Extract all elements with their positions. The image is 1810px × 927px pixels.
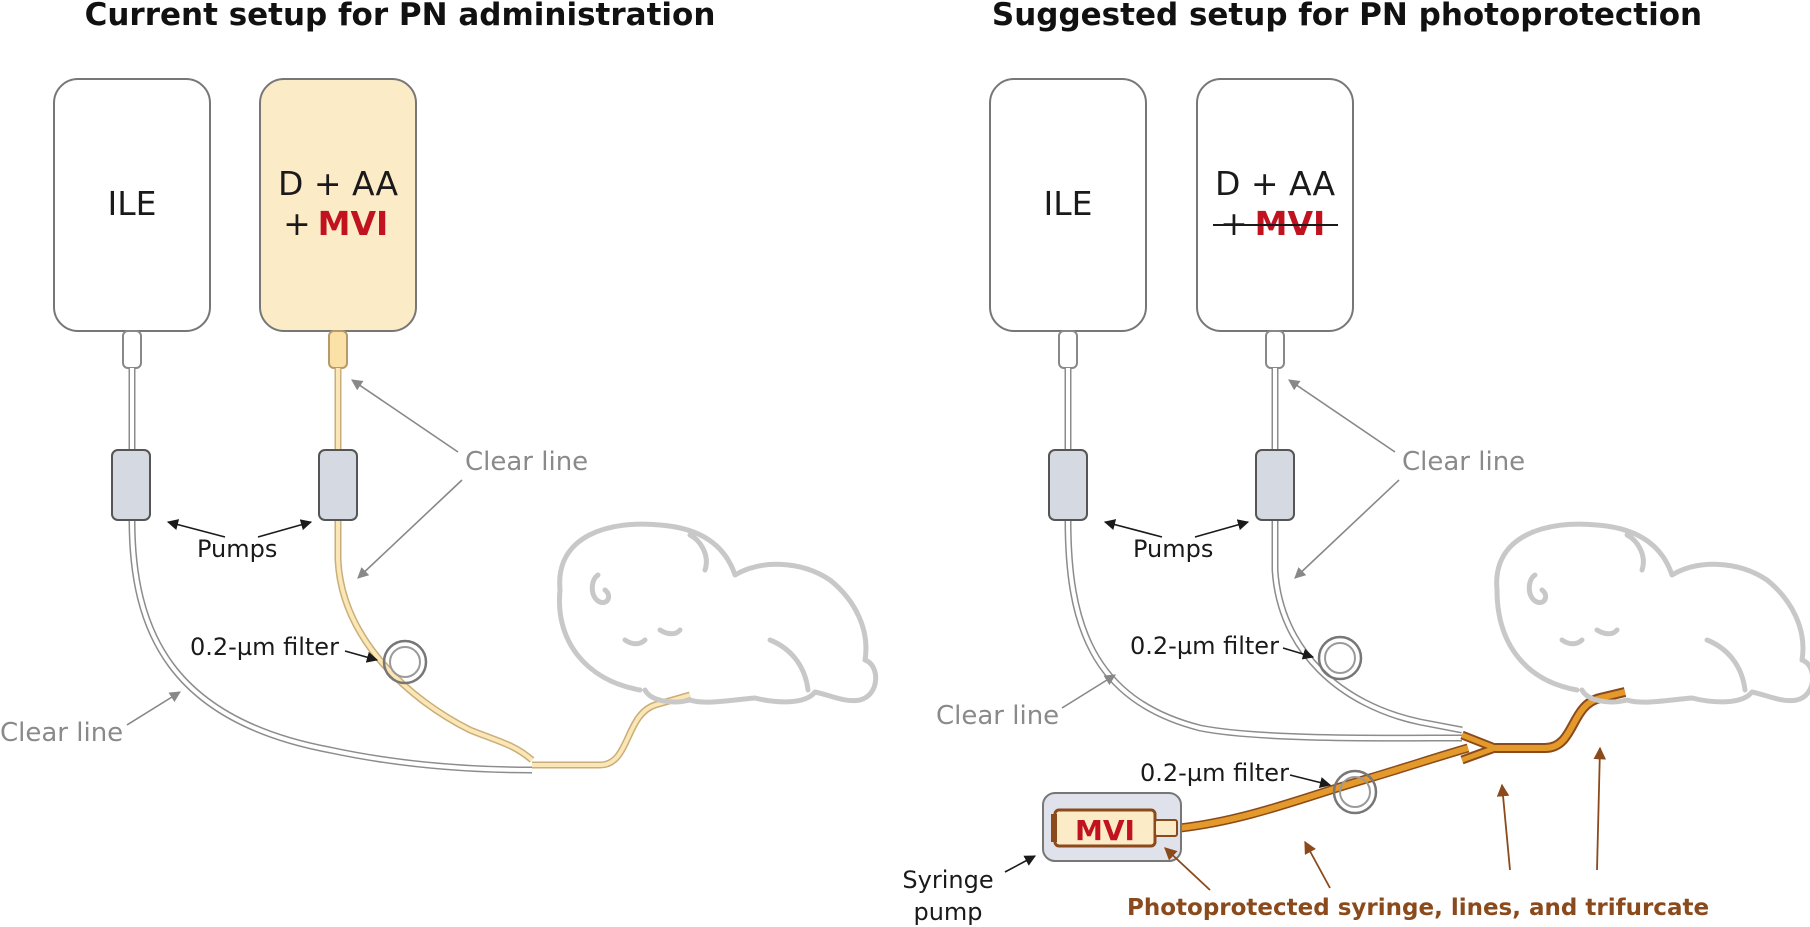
pn-line (334, 368, 535, 763)
current-setup-panel: ILE D + AA + MVI (0, 78, 879, 774)
clear-line-label-left-right: Clear line (936, 701, 1059, 731)
ile-bag-label: ILE (108, 184, 157, 223)
ile-bag-right: ILE (989, 78, 1147, 369)
baby-icon (556, 521, 879, 705)
clear-line-label-top: Clear line (465, 447, 588, 477)
y-connector (532, 691, 691, 769)
clear-line-label-left: Clear line (0, 718, 123, 748)
pump-pn-right (1255, 449, 1295, 521)
clear-line-label-top-right: Clear line (1402, 447, 1525, 477)
baby-icon-right (1494, 521, 1810, 705)
d-aa-mvi-bag: D + AA + MVI (259, 78, 417, 369)
filter-icon-mvi (1332, 769, 1378, 815)
clear-line-pn-right (1271, 368, 1463, 734)
annotation-arrows-right (1004, 379, 1607, 891)
syringe-pump-label-line1: Syringe (902, 866, 993, 894)
clear-line-ile (128, 368, 533, 774)
syringe-mvi-label: MVI (1075, 814, 1135, 847)
photoprotected-label: Photoprotected syringe, lines, and trifu… (1127, 895, 1709, 921)
filter-label-mvi: 0.2-µm filter (1140, 759, 1289, 787)
title-current: Current setup for PN administration (85, 0, 716, 33)
mvi-label-struck: MVI (1255, 204, 1326, 243)
d-aa-label-right: D + AA (1215, 164, 1336, 203)
pumps-label: Pumps (197, 535, 277, 563)
filter-label-pn: 0.2-µm filter (1130, 632, 1279, 660)
plus-label-struck: + (1220, 204, 1248, 243)
mvi-label: MVI (318, 204, 389, 243)
suggested-setup-panel: ILE D + AA + MVI (902, 78, 1810, 926)
d-aa-bag-right: D + AA + MVI (1196, 78, 1354, 369)
ile-bag: ILE (53, 78, 211, 369)
pump-ile-right (1048, 449, 1088, 521)
d-aa-label: D + AA (278, 164, 399, 203)
plus-label: + (283, 204, 311, 243)
title-suggested: Suggested setup for PN photoprotection (992, 0, 1702, 33)
pump-ile (111, 449, 151, 521)
filter-label: 0.2-µm filter (190, 633, 339, 661)
pumps-label-right: Pumps (1133, 535, 1213, 563)
syringe-pump: MVI (1042, 792, 1182, 862)
ile-bag-label-right: ILE (1044, 184, 1093, 223)
annotation-arrows-left (126, 379, 463, 726)
syringe-pump-label-line2: pump (913, 898, 982, 926)
clear-line-ile-right (1064, 368, 1463, 742)
filter-icon-pn (1317, 635, 1363, 681)
filter-icon (382, 639, 428, 685)
pump-pn (318, 449, 358, 521)
